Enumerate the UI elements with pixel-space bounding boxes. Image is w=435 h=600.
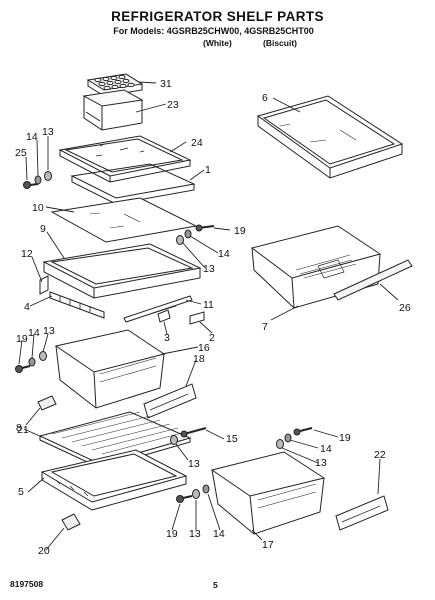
callout-11: 11 [203,299,214,311]
callout-20: 20 [38,545,50,557]
part-12-cover-support [39,275,49,295]
model-numbers: For Models: 4GSRB25CHW00, 4GSRB25CHT00 [113,26,314,36]
part-2-clip [189,311,205,325]
callout-31: 31 [160,78,172,90]
hardware-screw-19-bottom [176,495,193,503]
callout-7: 7 [262,321,268,333]
callout-19-right: 19 [339,432,351,444]
callout-14-right: 14 [320,443,332,455]
callout-13-top: 13 [42,126,54,138]
hardware-nut-13-top [44,171,52,181]
hardware-screw-19-left [15,365,31,373]
callout-13-bottom: 13 [189,528,201,540]
callout-14-upper: 14 [218,248,230,260]
callout-13-center: 13 [188,458,200,470]
part-9-crisper-cover [42,243,202,299]
part-22-drawer-front [335,495,389,531]
part-10-glass-panel [50,197,198,243]
part-4-frame-rail [49,291,105,319]
callout-25: 25 [15,147,27,159]
callout-19-bottom: 19 [166,528,178,540]
hardware-screw-19-right [293,427,313,436]
callout-5: 5 [18,486,24,498]
part-11-frame-slide [123,295,193,323]
callout-9: 9 [40,223,46,235]
hardware-nut-13-right [276,439,284,449]
hardware-nut-13-left [39,351,47,361]
hardware-nut-13-bottom [192,489,200,499]
callout-1: 1 [205,164,211,176]
hardware-screw-19-upper [195,224,215,232]
part-16-crisper-drawer [54,329,166,409]
part-7-crisper-drawer [250,225,382,309]
callout-18: 18 [193,353,205,365]
part-31-egg-tray [86,73,144,97]
part-6-glass-shelf [256,95,404,179]
callout-13-upper: 13 [203,263,215,275]
callout-21: 21 [17,424,29,436]
callout-22: 22 [374,449,386,461]
callout-8: 8 [16,422,22,434]
leader-lines [18,81,399,551]
part-5-crisper-frame [40,449,188,511]
hardware-washer-14-top [34,175,42,185]
hardware-screw-25 [23,181,39,189]
callout-10: 10 [32,202,44,214]
callout-26: 26 [399,302,411,314]
hardware-nut-13-center [170,435,178,445]
part-26-divider-rail [333,259,413,301]
color-variant-biscuit: (Biscuit) [263,38,297,48]
callout-14-bottom: 14 [213,528,225,540]
callout-17: 17 [262,539,274,551]
callout-labels: 31 23 6 14 13 24 25 1 10 19 9 14 13 12 2… [15,78,411,557]
page-number: 5 [213,580,218,590]
part-23-dairy-bin [82,89,144,131]
hardware-washer-14-bottom [202,484,210,494]
part-8-wire-shelf [38,411,192,469]
callout-3: 3 [164,332,170,344]
hardware-screw-15 [180,427,207,438]
callout-14-top: 14 [26,131,38,143]
part-3-clip [157,309,171,323]
part-21-clip [37,395,57,411]
page-title: REFRIGERATOR SHELF PARTS [111,9,324,24]
hardware-washer-14-left [28,357,36,367]
callout-24: 24 [191,137,203,149]
color-variant-white: (White) [203,38,232,48]
part-17-crisper-drawer [210,451,326,535]
callout-14-left: 14 [28,327,40,339]
callout-4: 4 [24,301,30,313]
callout-12: 12 [21,248,33,260]
callout-2: 2 [209,332,215,344]
callout-16: 16 [198,342,210,354]
callout-19-left: 19 [16,333,28,345]
callout-6: 6 [262,92,268,104]
part-20-support [61,513,81,531]
part-18-drawer-front [143,383,197,419]
callout-13-right: 13 [315,457,327,469]
part-24-shelf-frame [58,135,192,183]
hardware-washer-14-upper [184,229,192,239]
callout-15: 15 [226,433,238,445]
document-number: 8197508 [10,579,44,589]
callout-13-left: 13 [43,325,55,337]
callout-23: 23 [167,99,179,111]
hardware-washer-14-right [284,433,292,443]
callout-19-upper: 19 [234,225,246,237]
